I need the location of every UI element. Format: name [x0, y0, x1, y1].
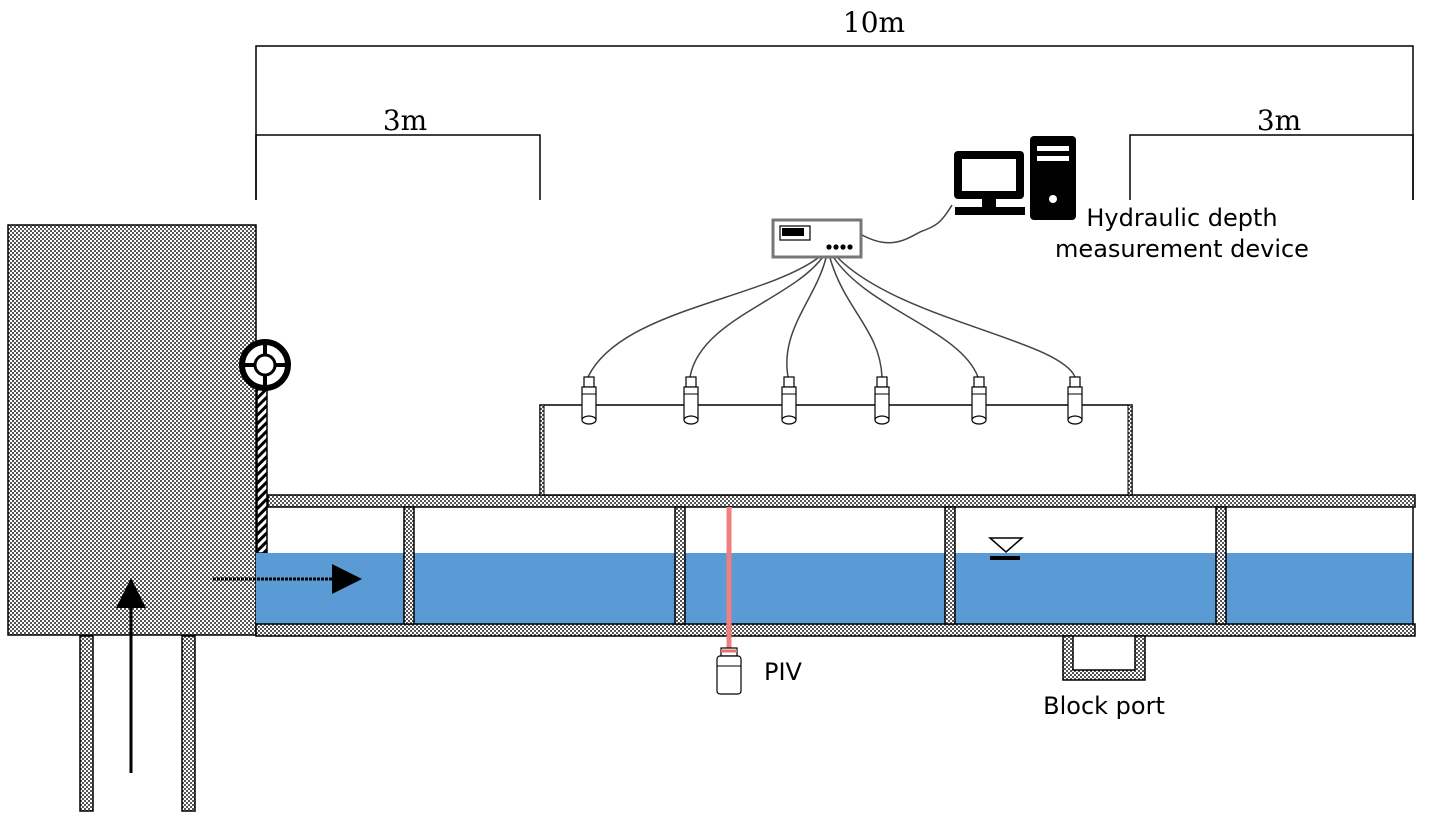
dimension-right: 3m	[1129, 104, 1414, 200]
block-port-label: Block port	[1043, 692, 1165, 720]
partition-1	[403, 506, 415, 625]
head-tank	[7, 224, 257, 636]
depth-sensors	[581, 376, 1083, 425]
device-label-line1: Hydraulic depth	[1086, 204, 1277, 232]
piv-camera-icon	[716, 647, 742, 695]
inlet-pipe-left	[79, 635, 94, 812]
dimension-left-label: 3m	[383, 104, 427, 137]
sensor-cables	[587, 257, 1076, 378]
gate	[256, 384, 268, 554]
sensor-frame-leg-left	[539, 404, 545, 496]
block-port	[1062, 635, 1146, 681]
flume-top-wall	[267, 494, 1416, 508]
measurement-device	[771, 218, 863, 259]
sensor-frame-leg-right	[1127, 404, 1133, 496]
depth-sensor	[683, 376, 699, 425]
partition-2	[674, 506, 686, 625]
sensor-frame	[539, 404, 1133, 496]
depth-sensor	[1067, 376, 1083, 425]
computer-icon	[954, 136, 1076, 220]
partition-3	[944, 506, 956, 625]
dimension-left: 3m	[255, 104, 541, 200]
dimension-total-label: 10m	[843, 6, 905, 39]
dimension-right-label: 3m	[1257, 104, 1301, 137]
piv-label: PIV	[764, 658, 803, 686]
depth-sensor	[971, 376, 987, 425]
depth-sensor	[581, 376, 597, 425]
device-label-line2: measurement device	[1055, 235, 1309, 263]
computer-cable	[861, 204, 953, 244]
water-body	[256, 553, 1413, 624]
inlet-pipe-right	[181, 635, 196, 812]
flume-bottom-wall	[255, 623, 1416, 637]
dimension-total: 10m	[255, 6, 1414, 200]
water-level-icon	[988, 537, 1024, 560]
partition-4	[1215, 506, 1227, 625]
valve-wheel-icon	[239, 339, 291, 391]
depth-sensor	[874, 376, 890, 425]
depth-sensor	[781, 376, 797, 425]
